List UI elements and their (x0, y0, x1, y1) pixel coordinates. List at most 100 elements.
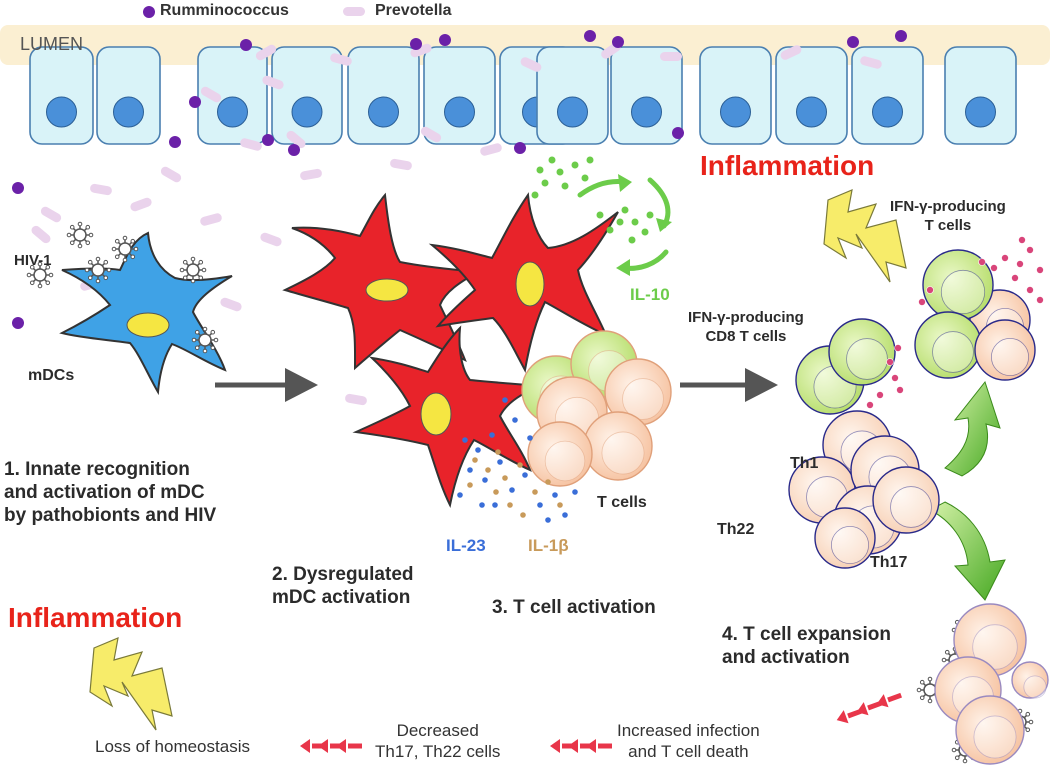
mdcs-label: mDCs (28, 367, 75, 384)
il23-dot (572, 489, 578, 495)
infected-t-cells (934, 603, 1049, 765)
red-arrow-icon (586, 739, 612, 753)
rumminococcus-dot (847, 36, 859, 48)
prevotella-rod (255, 44, 277, 61)
rumminococcus-dot (895, 30, 907, 42)
step1-line1: 1. Innate recognition (4, 459, 190, 480)
il23-dot (489, 432, 495, 438)
lightning-bolt-top-icon (823, 189, 907, 283)
ifn-gamma-dot (896, 386, 904, 394)
cd8-t-cells-label: IFN-γ-producing CD8 T cells (688, 308, 804, 346)
il1b-dot (495, 449, 501, 455)
red-arrows (300, 692, 903, 753)
prevotella-rod (262, 75, 284, 90)
nucleus (217, 96, 248, 128)
t-cell (527, 421, 593, 487)
t-cell-cluster (521, 330, 672, 487)
il1b-dot (485, 467, 491, 473)
il1b-label: IL-1β (528, 536, 569, 555)
ifn-label-line1: IFN-γ-producing (890, 198, 1006, 215)
hiv-virion-icon (84, 256, 112, 284)
prevotella-rod (130, 197, 152, 212)
il23-dot (462, 437, 468, 443)
infected-t-cell (955, 695, 1025, 765)
prevotella-rod (40, 206, 62, 223)
legend-prevotella-label: Prevotella (375, 2, 452, 19)
il1b-dot (493, 489, 499, 495)
il10-loop-arrows (577, 174, 672, 276)
hiv-virion-icon (26, 261, 54, 289)
nucleus (631, 96, 662, 128)
ifn-gamma-dot (886, 358, 894, 366)
ifn-gamma-dot (1001, 254, 1009, 262)
decreased-line2: Th17, Th22 cells (375, 742, 501, 761)
il23-dot (502, 397, 508, 403)
epithelial-cell (29, 46, 94, 145)
prevotella-rod (300, 168, 322, 181)
il1b-dot (472, 457, 478, 463)
il23-dot (562, 512, 568, 518)
rumminococcus-legend-icon (143, 6, 155, 18)
epithelial-cell (775, 46, 848, 145)
prevotella-rod (345, 393, 367, 406)
il10-dot (531, 191, 539, 199)
ifn-gamma-t-cell (974, 319, 1036, 381)
legend-rumminococcus-label: Rumminococcus (160, 2, 289, 19)
resting-mdc (59, 231, 233, 396)
increased-line2: and T cell death (628, 742, 749, 761)
prevotella-rod (220, 297, 242, 312)
nucleus (965, 96, 996, 128)
ifn-t-cells-label: IFN-γ-producing T cells (890, 197, 1006, 235)
il23-dot (492, 502, 498, 508)
decreased-th-cells-label: Decreased Th17, Th22 cells (375, 720, 500, 762)
il10-dot (621, 206, 629, 214)
prevotella-rod (260, 232, 282, 247)
ifn-gamma-dot (918, 298, 926, 306)
prevotella-rod (660, 52, 682, 61)
hiv-label: HIV-1 (14, 252, 52, 269)
epithelial-cell (197, 46, 268, 145)
il23-dot (475, 447, 481, 453)
nucleus (720, 96, 751, 128)
step1-line3: by pathobionts and HIV (4, 505, 217, 526)
prevotella-legend-icon (343, 7, 365, 16)
step4-text: 4. T cell expansion and activation (722, 623, 891, 669)
prevotella-rod (330, 53, 352, 66)
il10-label: IL-10 (630, 285, 670, 304)
t-cells-label: T cells (597, 494, 647, 511)
t-cell (583, 411, 653, 481)
il10-dot (581, 174, 589, 182)
il1b-dot (507, 502, 513, 508)
rumminococcus-dot (262, 134, 274, 146)
prevotella-rod (90, 183, 112, 196)
il10-dot (536, 166, 544, 174)
nucleus (113, 96, 144, 128)
nucleus (557, 96, 588, 128)
prevotella-rod (860, 56, 882, 69)
il1b-dot (467, 482, 473, 488)
infected-t-cell (1011, 661, 1049, 699)
epithelial-cell (347, 46, 420, 145)
ifn-gamma-dot (1016, 260, 1024, 268)
step4-line2: and activation (722, 647, 850, 668)
red-arrow-icon (336, 739, 362, 753)
ifn-gamma-dot (894, 344, 902, 352)
il23-dot (479, 502, 485, 508)
epithelial-cell (423, 46, 496, 145)
ifn-gamma-dot (990, 264, 998, 272)
nucleus (796, 96, 827, 128)
increased-line1: Increased infection (617, 721, 760, 740)
prevotella-rod (390, 158, 412, 171)
epithelial-cell (851, 46, 924, 145)
progression-arrows (215, 368, 778, 402)
ifn-gamma-dot (926, 286, 934, 294)
prevotella-rod (480, 143, 502, 156)
rumminococcus-dot (612, 36, 624, 48)
il10-dot (631, 218, 639, 226)
prevotella-rod (200, 213, 222, 226)
il10-dot (641, 228, 649, 236)
inflammation-top-label: Inflammation (700, 150, 875, 181)
epithelial-layer (29, 46, 1017, 145)
rumminococcus-dot (12, 317, 24, 329)
